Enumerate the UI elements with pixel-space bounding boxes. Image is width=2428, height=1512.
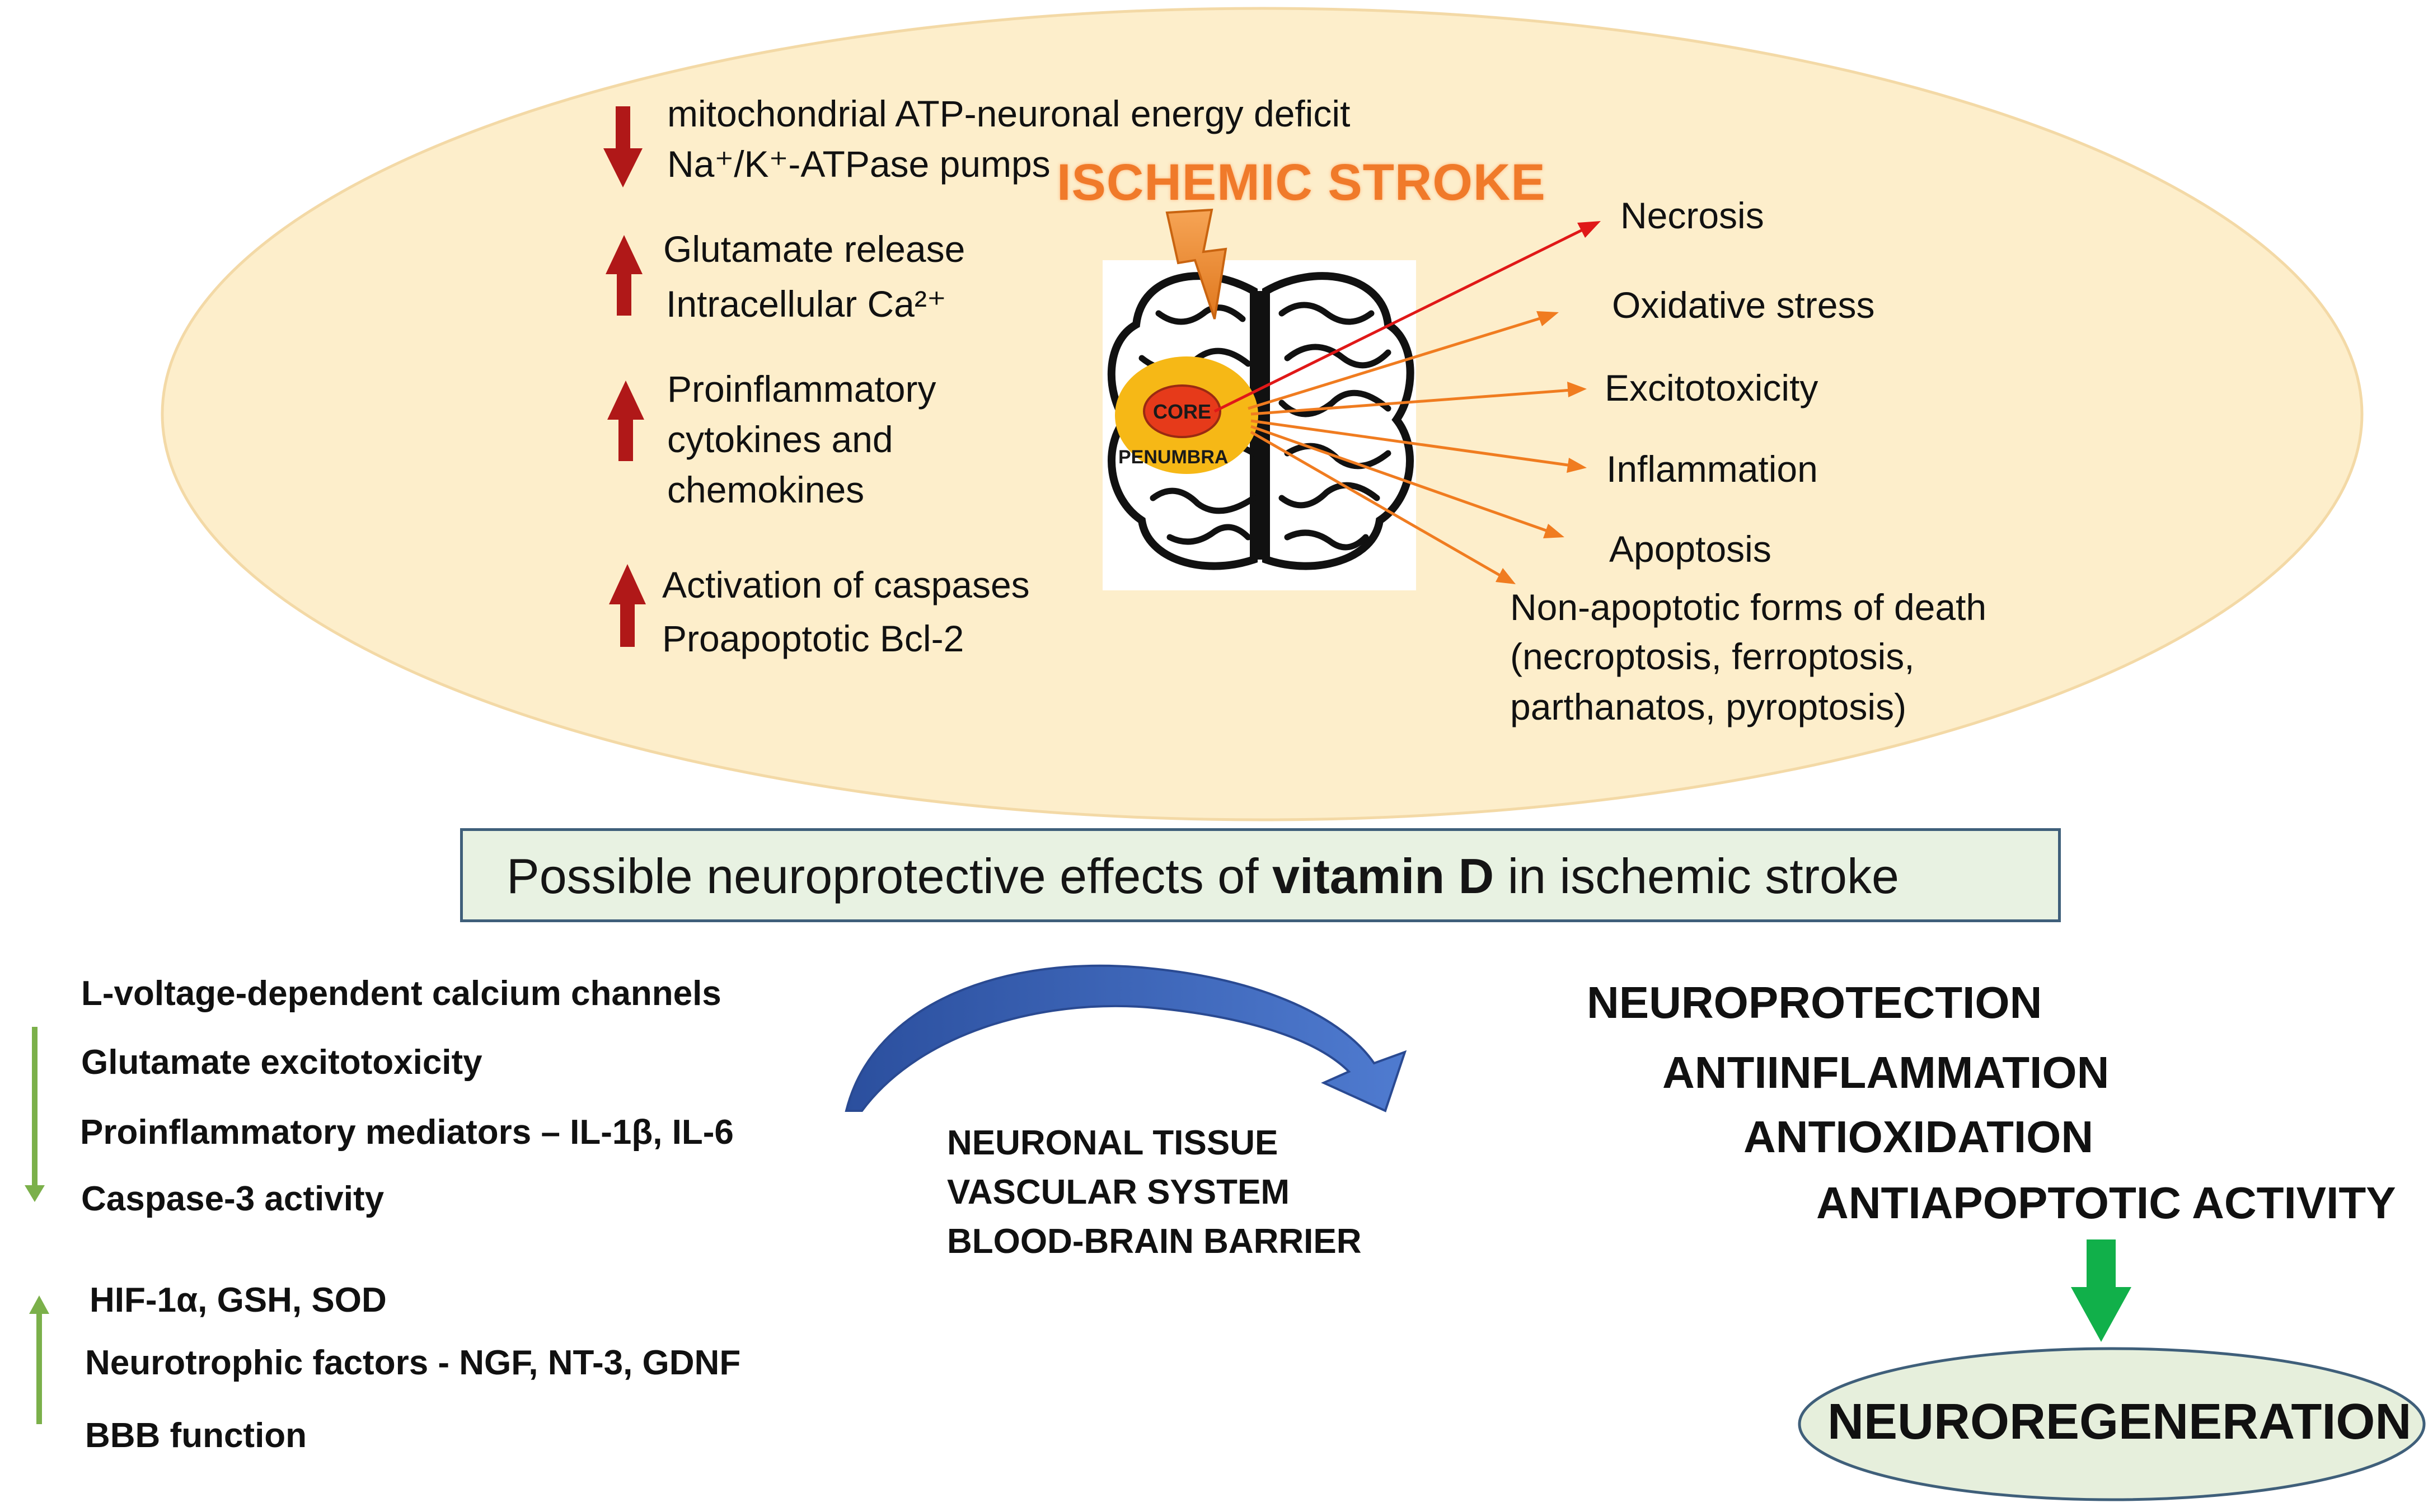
outcome-label: Excitotoxicity: [1605, 367, 1818, 408]
increase-arrow-icon: [607, 381, 644, 461]
neuroregeneration-label: NEUROREGENERATION: [1827, 1394, 2412, 1450]
inflammation-arrow: [1250, 419, 1587, 473]
penumbra-label: PENUMBRA: [1118, 447, 1229, 468]
up-regulated-item: BBB function: [85, 1416, 307, 1455]
effect-label: ANTIOXIDATION: [1743, 1112, 2094, 1162]
non-apoptotic-line: Non-apoptotic forms of death: [1510, 586, 1987, 628]
increased-item-line: Proapoptotic Bcl-2: [662, 618, 964, 659]
core-zone: [1143, 384, 1221, 438]
target-label: BLOOD-BRAIN BARRIER: [947, 1222, 1362, 1261]
down-regulated-item: Caspase-3 activity: [81, 1180, 385, 1218]
decrease-arrow-icon: [603, 106, 643, 187]
necrosis-arrow: [1213, 221, 1601, 413]
outcome-label: Inflammation: [1606, 448, 1818, 490]
vitamin-d-banner: [460, 828, 2061, 922]
vitamin-d-banner-text: Possible neuroprotective effects of vita…: [507, 852, 1899, 901]
effect-label: ANTIINFLAMMATION: [1662, 1048, 2110, 1097]
outcome-label: Apoptosis: [1609, 528, 1771, 570]
increased-item-line: cytokines and: [667, 419, 893, 460]
increase-arrow-icon: [606, 235, 643, 316]
core-label: CORE: [1153, 400, 1212, 423]
increased-item-line: chemokines: [667, 469, 865, 510]
down-regulated-item: Glutamate excitotoxicity: [81, 1043, 482, 1082]
non-apoptotic-line: (necroptosis, ferroptosis,: [1510, 636, 1915, 677]
green-up-arrow-icon: [29, 1295, 49, 1424]
increased-item-line: Activation of caspases: [662, 564, 1030, 605]
increased-item-line: Glutamate release: [663, 228, 965, 270]
non-apoptotic-arrow: [1250, 430, 1516, 584]
outcome-label: Necrosis: [1620, 195, 1764, 236]
target-label: VASCULAR SYSTEM: [947, 1173, 1290, 1212]
banner-text-bold: vitamin D: [1272, 848, 1494, 904]
outcome-label: Oxidative stress: [1612, 284, 1875, 326]
increased-item-line: Intracellular Ca²⁺: [666, 283, 946, 325]
neuroregeneration-ellipse: [1798, 1347, 2426, 1501]
excitotoxicity-arrow: [1250, 382, 1587, 416]
green-down-arrow-icon: [25, 1027, 45, 1202]
non-apoptotic-line: parthanatos, pyroptosis): [1510, 686, 1907, 727]
up-regulated-item: HIF-1α, GSH, SOD: [90, 1281, 387, 1320]
apoptosis-arrow: [1250, 425, 1564, 538]
target-label: NEURONAL TISSUE: [947, 1124, 1278, 1162]
down-regulated-item: Proinflammatory mediators – IL-1β, IL-6: [80, 1113, 734, 1152]
banner-text-before: Possible neuroprotective effects of: [507, 848, 1273, 904]
neuroregeneration-arrow-icon: [2071, 1239, 2131, 1342]
curved-flow-arrow: [845, 964, 1407, 1112]
down-regulated-item: L-voltage-dependent calcium channels: [81, 974, 721, 1013]
effect-label: NEUROPROTECTION: [1587, 978, 2042, 1027]
decreased-item-line: mitochondrial ATP-neuronal energy defici…: [667, 93, 1351, 134]
oxidative-stress-arrow: [1248, 311, 1559, 410]
lightning-bolt-icon: [1165, 208, 1227, 320]
increased-item-line: Proinflammatory: [667, 368, 936, 410]
increase-arrow-icon: [609, 564, 646, 647]
banner-text-after: in ischemic stroke: [1494, 848, 1899, 904]
effect-label: ANTIAPOPTOTIC ACTIVITY: [1816, 1178, 2396, 1228]
ischemic-stroke-title: ISCHEMIC STROKE: [1057, 154, 1546, 211]
up-regulated-item: Neurotrophic factors - NGF, NT-3, GDNF: [85, 1344, 741, 1382]
decreased-item-line: Na⁺/K⁺-ATPase pumps: [667, 143, 1051, 185]
